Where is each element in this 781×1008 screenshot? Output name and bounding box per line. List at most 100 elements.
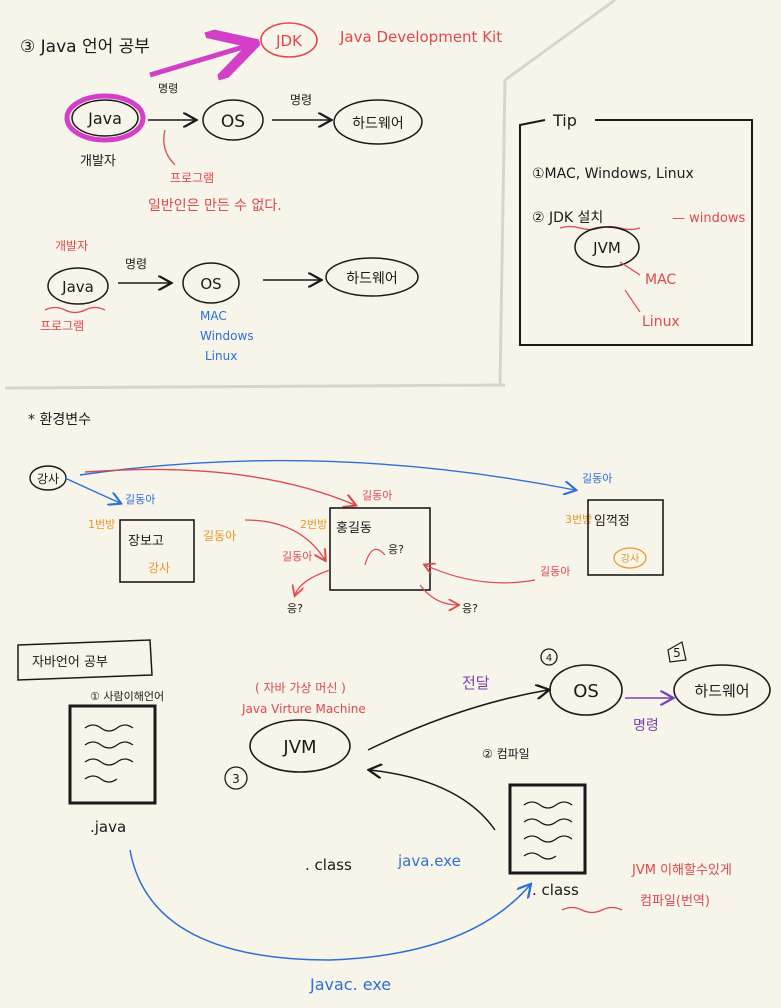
squiggle-underline — [44, 306, 106, 314]
os-node-2-label: OS — [200, 275, 221, 293]
divider-line — [504, 0, 616, 82]
num3-circle — [224, 766, 248, 790]
java-ext-label: .java — [90, 818, 126, 836]
doc-line — [523, 818, 573, 826]
os-list-linux: Linux — [205, 349, 237, 363]
room1-sub: 강사 — [148, 561, 170, 575]
tip-item-2: ② JDK 설치 — [532, 210, 603, 226]
javac-label: Javac. exe — [309, 975, 391, 994]
gildong-right: 길동아 — [540, 565, 570, 578]
class-squiggle — [561, 906, 623, 914]
class-left-label: . class — [305, 856, 352, 874]
program-label-2: 프로그램 — [40, 319, 84, 333]
num4-circle — [540, 648, 558, 666]
java-exe-label: java.exe — [397, 852, 461, 870]
hardware-node-3-label: 하드웨어 — [694, 682, 749, 700]
env-heading: * 환경변수 — [28, 412, 91, 428]
java-study-heading-box — [17, 639, 153, 681]
tip-linux-line — [624, 289, 641, 313]
os-node-3 — [549, 664, 623, 716]
room1-name: 장보고 — [128, 534, 164, 549]
tip-item-1: ①MAC, Windows, Linux — [532, 166, 694, 182]
doc-line — [84, 758, 134, 766]
developer-label: 개발자 — [80, 154, 116, 169]
jdk-full-label: Java Development Kit — [339, 28, 502, 46]
jdk-label: JDK — [275, 32, 303, 50]
os-node-3-label: OS — [573, 681, 599, 702]
doc-line — [84, 775, 118, 783]
gildong-top-3: 길동아 — [582, 472, 612, 485]
class-jvm-arrow — [370, 770, 496, 831]
room3-box — [587, 499, 664, 576]
jvm-note-2: 컴파일(번역) — [640, 894, 710, 909]
hardware-node-3 — [673, 664, 771, 716]
room2-label: 2번방 — [300, 518, 327, 531]
hardware-node-label: 하드웨어 — [352, 116, 404, 132]
room2-name: 홍길동 — [336, 521, 372, 536]
program-pointer — [163, 129, 176, 166]
room1-box — [119, 519, 195, 583]
num3-label: 3 — [232, 772, 240, 786]
java-study-heading: 자바언어 공부 — [32, 655, 108, 670]
eung-2: 응? — [287, 602, 303, 615]
command-label-1: 명령 — [158, 82, 178, 95]
developer-label-2: 개발자 — [55, 239, 88, 253]
jvm-node — [249, 719, 351, 773]
divider-line — [498, 79, 507, 386]
tip-jvm-label: JVM — [592, 239, 621, 257]
step1-label: ① 사람이해언어 — [90, 689, 164, 703]
java-node-highlight — [64, 93, 146, 143]
tip-mac: MAC — [645, 272, 676, 288]
jvm-korean: ( 자바 가상 머신 ) — [255, 681, 346, 695]
class-ext-label: . class — [532, 881, 579, 899]
gildong-top-2: 길동아 — [362, 489, 392, 502]
tip-title: Tip — [552, 111, 577, 130]
gildong-mid: 길동아 — [203, 529, 236, 543]
num4-label: 4 — [546, 653, 552, 664]
general-note: 일반인은 만든 수 없다. — [148, 198, 282, 214]
java-source-doc — [68, 704, 157, 805]
java-node-2-label: Java — [61, 278, 94, 296]
jvm-note-1: JVM 이해할수있게 — [631, 863, 732, 878]
doc-line — [84, 724, 134, 732]
gildong-left: 길동아 — [282, 550, 312, 563]
os-node — [202, 99, 264, 141]
hardware-node-2 — [325, 257, 419, 297]
room3-name: 임꺽정 — [594, 514, 630, 529]
java-node-label: Java — [87, 109, 122, 128]
eung-3: 응? — [462, 602, 478, 615]
divider-line — [4, 383, 506, 390]
room1-arrow-room2 — [244, 519, 325, 560]
class-file-doc — [508, 783, 587, 875]
step2-label: ② 컴파일 — [482, 747, 530, 761]
room3-arrow-room2 — [425, 565, 536, 584]
javac-arrow — [129, 849, 530, 961]
jvm-english: Java Virture Machine — [241, 702, 366, 716]
doc-line — [523, 801, 573, 809]
jvm-os-arrow — [367, 690, 548, 751]
command-label-2: 명령 — [290, 93, 312, 107]
doc-line — [523, 852, 557, 860]
command-label-4: 명령 — [633, 718, 659, 734]
os-list-windows: Windows — [200, 329, 254, 343]
room3-sub: 강사 — [621, 553, 639, 565]
os-node-2 — [182, 262, 240, 304]
heading-java-study: ③ Java 언어 공부 — [20, 37, 150, 57]
tip-linux: Linux — [642, 314, 680, 330]
teacher-arrow-room2 — [84, 468, 355, 505]
doc-line — [523, 835, 573, 843]
tip-jvm-node — [574, 226, 640, 268]
hardware-node — [333, 99, 423, 145]
tip-mac-line — [619, 261, 641, 276]
teacher-arrow-room1 — [64, 477, 120, 503]
java-node — [71, 99, 139, 137]
jdk-arrow — [149, 45, 250, 75]
teacher-label: 강사 — [37, 472, 59, 486]
jdk-node — [260, 22, 318, 58]
os-list-mac: MAC — [200, 309, 227, 323]
command-label-3: 명령 — [125, 257, 147, 271]
tip-windows: — windows — [672, 211, 745, 226]
teacher-arrow-room3 — [79, 459, 575, 490]
doc-line — [84, 741, 134, 749]
